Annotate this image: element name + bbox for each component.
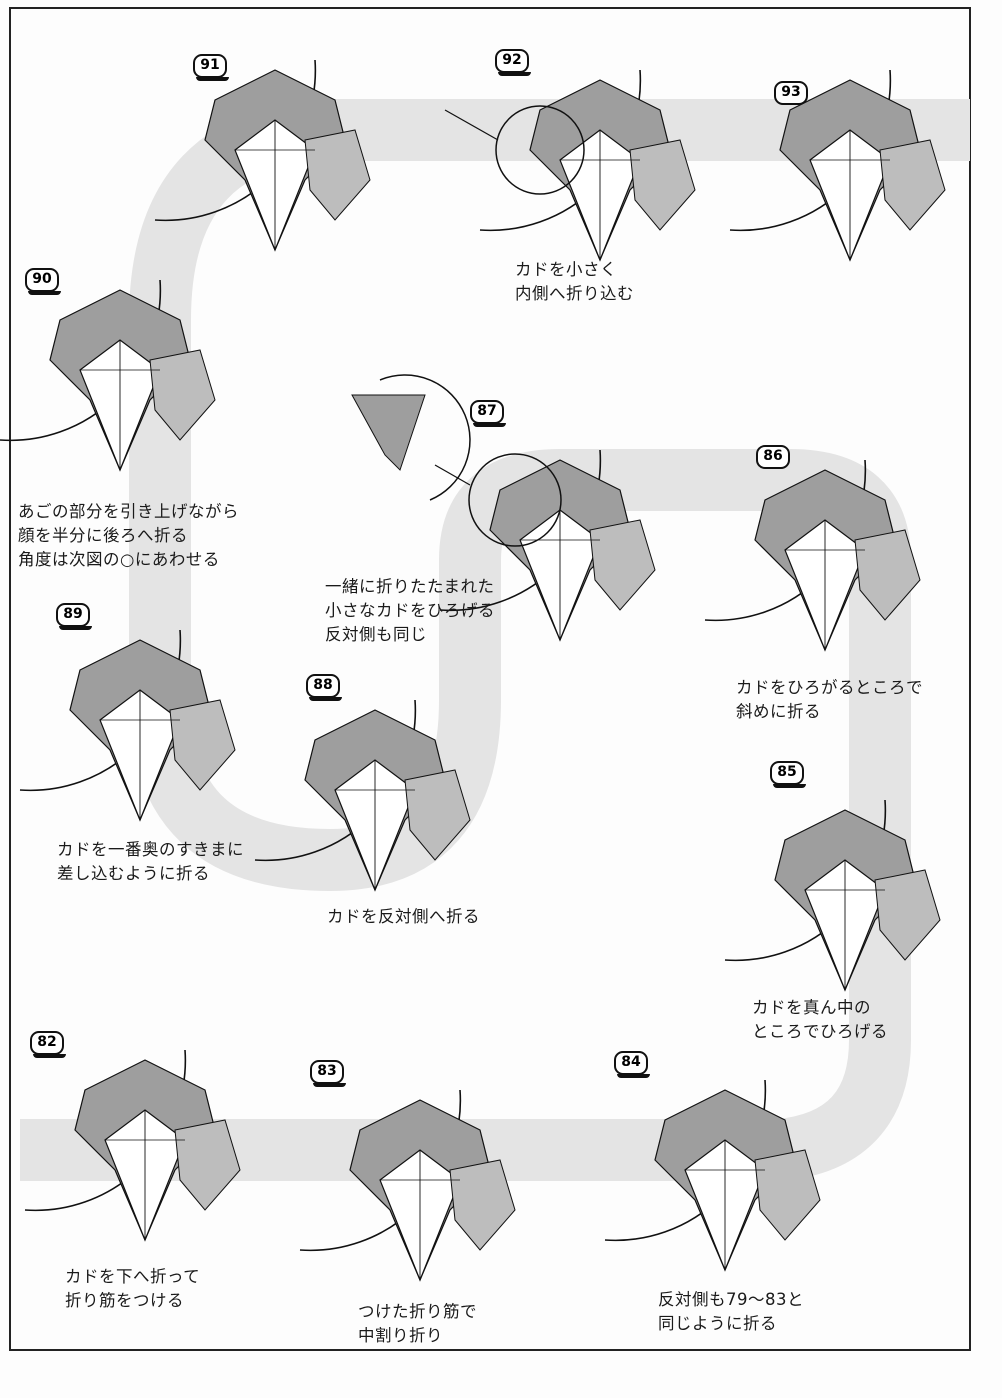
- step-number-badge: 91: [193, 54, 229, 81]
- step-88: 88 カドを反対側へ折る: [0, 0, 480, 926]
- step-number-badge: 90: [25, 268, 61, 295]
- caption-line: 反対側も同じ: [325, 625, 427, 644]
- origami-figure-89: [19, 629, 236, 821]
- caption-line: 角度は次図の○にあわせる: [18, 550, 220, 569]
- step-92: 92 カドを小さく 内側へ折り込む: [0, 0, 696, 303]
- caption-line: カドを真ん中の: [752, 998, 871, 1017]
- caption-line: カドをひろがるところで: [736, 678, 923, 697]
- step-caption: 一緒に折りたたまれた 小さなカドをひろげる 反対側も同じ: [325, 575, 495, 647]
- origami-figure-86: [704, 459, 921, 651]
- origami-figure-82: [24, 1049, 241, 1241]
- step-caption: カドを小さく 内側へ折り込む: [515, 258, 634, 306]
- step-89: 89 カドを一番奥のすきまに 差し込むように折る: [0, 0, 244, 883]
- caption-line: 一緒に折りたたまれた: [325, 577, 495, 596]
- step-caption: カドを下へ折って 折り筋をつける: [65, 1265, 200, 1313]
- step-number-badge: 83: [310, 1060, 346, 1087]
- step-91: 91: [0, 0, 371, 251]
- caption-line: 内側へ折り込む: [515, 284, 634, 303]
- caption-line: つけた折り筋で: [358, 1302, 477, 1321]
- step-number-badge: 85: [770, 761, 806, 788]
- caption-line: 反対側も79〜83と: [658, 1290, 804, 1309]
- caption-line: カドを下へ折って: [65, 1267, 201, 1286]
- origami-figure-84: [604, 1079, 821, 1271]
- step-number-badge: 84: [614, 1051, 650, 1078]
- step-number-badge: 89: [56, 603, 92, 630]
- step-caption: つけた折り筋で 中割り折り: [358, 1300, 477, 1348]
- caption-line: カドを反対側へ折る: [327, 907, 480, 926]
- step-87: 87 一緒に折りたたまれた 小さなカドをひろげる 反対側も同じ: [0, 0, 656, 644]
- caption-line: 同じように折る: [658, 1314, 777, 1333]
- caption-line: 差し込むように折る: [57, 864, 210, 883]
- step-number-badge: 86: [756, 445, 792, 472]
- caption-line: 斜めに折る: [736, 702, 821, 721]
- step-caption: カドを真ん中の ところでひろげる: [752, 996, 888, 1044]
- caption-line: あごの部分を引き上げながら: [18, 502, 239, 521]
- caption-line: 顔を半分に後ろへ折る: [18, 526, 188, 545]
- step-number-badge: 88: [306, 674, 342, 701]
- step-number-badge: 87: [470, 400, 506, 427]
- step-caption: あごの部分を引き上げながら 顔を半分に後ろへ折る 角度は次図の○にあわせる: [18, 500, 239, 572]
- step-caption: 反対側も79〜83と 同じように折る: [658, 1288, 804, 1336]
- step-82: 82 カドを下へ折って 折り筋をつける: [0, 0, 241, 1310]
- step-90: 90 あごの部分を引き上げながら 顔を半分に後ろへ折る 角度は次図の○にあわせる: [0, 0, 239, 569]
- caption-line: 小さなカドをひろげる: [325, 601, 495, 620]
- caption-line: カドを小さく: [515, 260, 617, 279]
- step-caption: カドを反対側へ折る: [327, 905, 480, 929]
- caption-line: 中割り折り: [358, 1326, 443, 1345]
- step-84: 84 反対側も79〜83と 同じように折る: [0, 0, 821, 1333]
- origami-figure-83: [299, 1089, 516, 1281]
- caption-line: ところでひろげる: [752, 1022, 888, 1041]
- step-caption: カドをひろがるところで 斜めに折る: [736, 676, 923, 724]
- page-frame: [9, 7, 971, 1351]
- caption-line: 折り筋をつける: [65, 1291, 184, 1310]
- origami-figure-88: [254, 699, 471, 891]
- step-number-badge: 82: [30, 1031, 66, 1058]
- origami-figure-85: [724, 799, 941, 991]
- step-85: 85 カドを真ん中の ところでひろげる: [0, 0, 941, 1041]
- step-83: 83 つけた折り筋で 中割り折り: [0, 0, 516, 1345]
- step-caption: カドを一番奥のすきまに 差し込むように折る: [57, 838, 244, 886]
- caption-line: カドを一番奥のすきまに: [57, 840, 244, 859]
